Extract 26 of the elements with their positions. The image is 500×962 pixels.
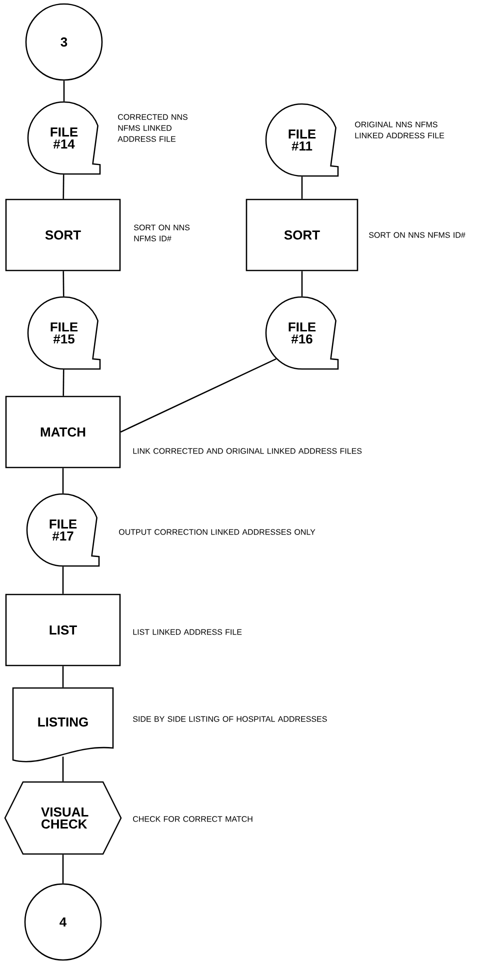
connector-line bbox=[301, 271, 303, 296]
connector-line bbox=[301, 176, 303, 199]
process-box: MATCH bbox=[5, 396, 121, 468]
connector-line bbox=[62, 468, 64, 494]
connector-line bbox=[62, 666, 64, 688]
connector-line bbox=[62, 370, 64, 396]
connector-line bbox=[63, 80, 65, 102]
connector-line bbox=[62, 854, 64, 884]
step-note: SORT ON NNS NFMS ID# bbox=[369, 232, 466, 238]
connector-line bbox=[62, 566, 64, 594]
step-note: CHECK FOR CORRECT MATCH bbox=[133, 816, 252, 822]
check-hexagon: VISUAL CHECK bbox=[4, 781, 122, 855]
connector-line bbox=[120, 358, 276, 433]
connector-line bbox=[62, 271, 64, 296]
connector-line bbox=[62, 174, 64, 199]
step-note: LINK CORRECTED AND ORIGINAL LINKED ADDRESS FILES bbox=[133, 448, 362, 454]
process-box: SORT bbox=[246, 198, 358, 272]
step-note: CORRECTED NNS NFMS LINKED ADDRESS FILE bbox=[118, 114, 188, 142]
connector-line bbox=[62, 756, 64, 782]
process-box: SORT bbox=[5, 198, 121, 272]
step-note: LIST LINKED ADDRESS FILE bbox=[133, 629, 242, 635]
step-note: OUTPUT CORRECTION LINKED ADDRESSES ONLY bbox=[119, 529, 316, 535]
process-box: LIST bbox=[5, 594, 121, 666]
step-note: SIDE BY SIDE LISTING OF HOSPITAL ADDRESSES bbox=[133, 716, 327, 722]
step-note: ORIGINAL NNS NFMS LINKED ADDRESS FILE bbox=[355, 122, 444, 138]
step-note: SORT ON NNS NFMS ID# bbox=[134, 224, 190, 242]
